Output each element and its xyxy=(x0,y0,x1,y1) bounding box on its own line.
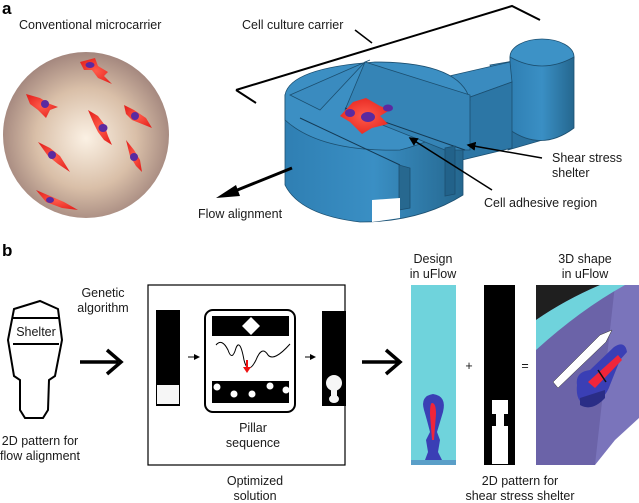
diamond-pillar-icon xyxy=(242,317,260,335)
shelter-label-line1: Shear stress xyxy=(552,151,622,165)
flow-arrow-head xyxy=(216,185,240,198)
cell xyxy=(80,58,112,84)
shape3d-label-line2: in uFlow xyxy=(562,267,610,281)
arrow-right-icon xyxy=(362,348,403,376)
panel-a-label: a xyxy=(2,0,12,18)
output-pattern xyxy=(322,311,346,406)
pillar-sequence-panel xyxy=(204,309,296,413)
ga-label-line1: Genetic xyxy=(81,286,124,300)
shelter-2d-pattern xyxy=(484,285,515,465)
plus-sign: + xyxy=(465,359,472,373)
design-label-line1: Design xyxy=(414,252,453,266)
cell-culture-carrier-3d xyxy=(284,38,575,223)
cell xyxy=(26,94,58,118)
optimized-label-line2: solution xyxy=(233,489,276,503)
design-label-line2: in uFlow xyxy=(410,267,458,281)
adhesive-pointer xyxy=(408,137,493,191)
input-pattern xyxy=(156,310,180,406)
red-down-arrow-icon xyxy=(243,367,251,373)
shelter-pattern xyxy=(6,299,64,419)
equals-sign: = xyxy=(521,359,528,373)
carrier-label: Cell culture carrier xyxy=(242,18,343,32)
shear-caption-line2: shear stress shelter xyxy=(465,489,574,503)
microcarrier-title: Conventional microcarrier xyxy=(19,18,161,32)
cell xyxy=(38,142,70,172)
shape3d-uflow-image xyxy=(536,285,639,465)
arrow-right-icon xyxy=(80,348,124,376)
shear-caption-line1: 2D pattern for xyxy=(482,474,558,488)
microcarrier-sphere xyxy=(3,52,169,218)
shelter-pointer xyxy=(466,141,543,159)
panel-b-label: b xyxy=(2,241,12,260)
optimized-label-line1: Optimized xyxy=(227,474,283,488)
cell xyxy=(126,140,142,172)
pattern-caption-line2: flow alignment xyxy=(0,449,80,463)
adhesive-label: Cell adhesive region xyxy=(484,196,597,210)
shelter-label-line2: shelter xyxy=(552,166,590,180)
pillar-label-line2: sequence xyxy=(226,436,280,450)
adhered-cells xyxy=(340,98,393,134)
cell xyxy=(88,110,112,145)
cell xyxy=(124,105,152,128)
shape3d-label-line1: 3D shape xyxy=(558,252,612,266)
pillar-label-line1: Pillar xyxy=(239,421,267,435)
cell xyxy=(36,190,78,210)
carrier-bracket xyxy=(235,4,541,104)
flow-alignment-label: Flow alignment xyxy=(198,207,283,221)
design-uflow-image xyxy=(411,285,456,465)
shelter-text: Shelter xyxy=(16,325,56,339)
pattern-caption-line1: 2D pattern for xyxy=(2,434,78,448)
carrier-pointer xyxy=(354,29,373,44)
ga-label-line2: algorithm xyxy=(77,301,128,315)
